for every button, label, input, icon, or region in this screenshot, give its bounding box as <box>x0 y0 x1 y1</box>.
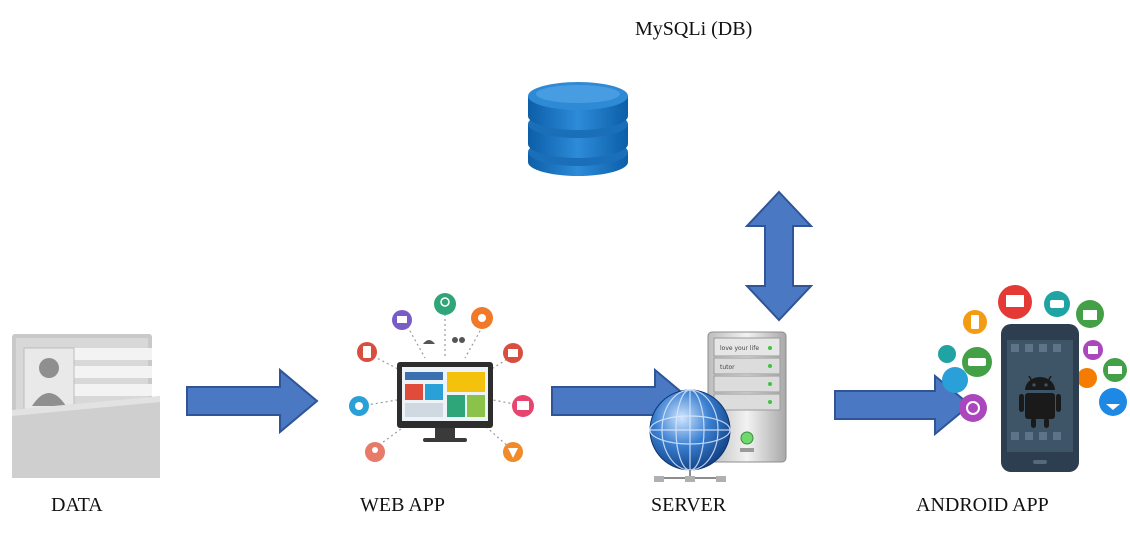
arrow-data-to-webapp <box>185 368 320 434</box>
server-globe-icon: love your life tutor <box>640 320 790 485</box>
node-label-server: SERVER <box>651 494 727 516</box>
server-panel-text-1: love your life <box>720 345 759 352</box>
database-icon <box>524 78 632 180</box>
db-label: MySQLi (DB) <box>635 18 753 40</box>
node-label-data: DATA <box>51 494 103 516</box>
web-app-monitor-icon <box>345 288 545 468</box>
android-phone-icon <box>935 282 1130 477</box>
node-label-web-app: WEB APP <box>360 494 446 516</box>
arrow-server-to-android <box>833 374 973 436</box>
folder-profile-icon <box>10 330 162 482</box>
db-server-double-arrow <box>745 190 813 322</box>
node-label-android-app: ANDROID APP <box>916 494 1049 516</box>
server-panel-text-2: tutor <box>720 364 735 371</box>
